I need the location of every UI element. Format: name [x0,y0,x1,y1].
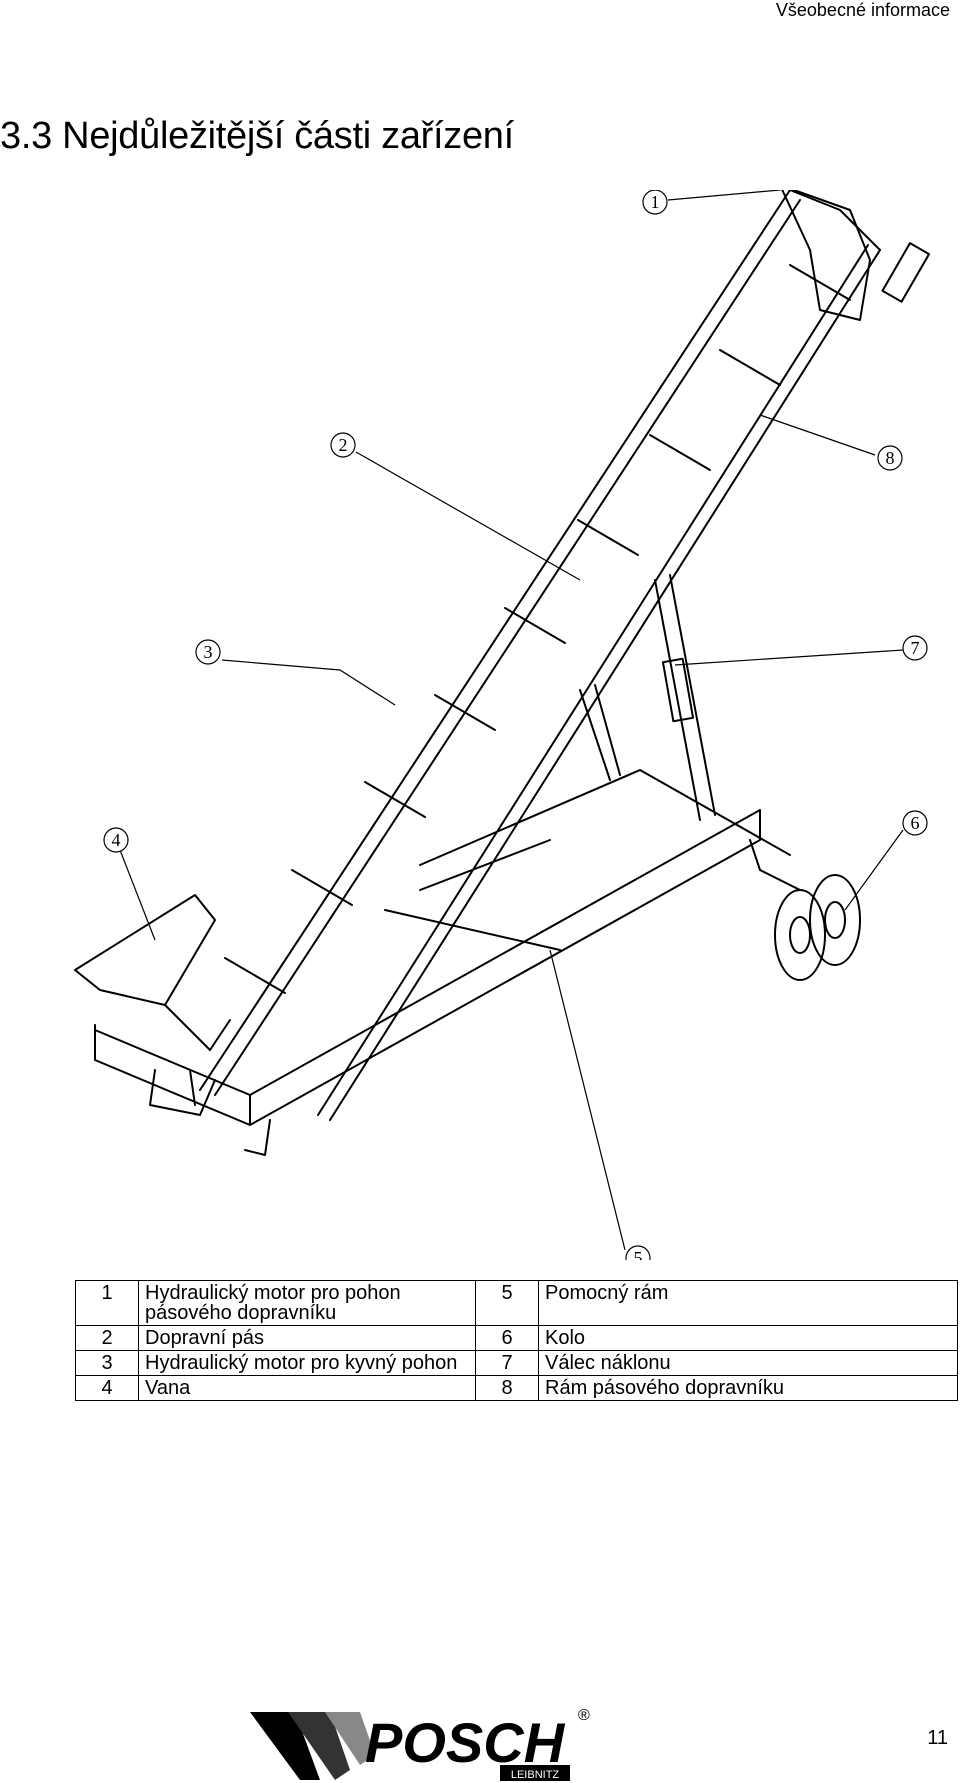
conveyor-frame-left-inner [214,199,801,1096]
aux-frame [419,769,791,866]
svg-text:5: 5 [634,1248,643,1260]
part-number: 5 [475,1280,539,1326]
page-title: 3.3 Nejdůležitější části zařízení [0,115,514,157]
callout-5: 5 [625,1245,651,1260]
wheel-2 [809,874,861,966]
conveyor-frame-right [329,249,881,1121]
callout-8: 8 [877,445,903,471]
parts-table: 1 Hydraulický motor pro pohon pásového d… [75,1280,958,1401]
callout-4: 4 [103,827,129,853]
posch-logo: POSCH LEIBNITZ ® [250,1707,590,1781]
conveyor-drawing: 1 2 3 4 5 6 7 8 [74,190,931,1260]
part-description: Pomocný rám [538,1280,958,1326]
part-description: Hydraulický motor pro kyvný pohon [138,1350,476,1376]
part-number: 3 [75,1350,139,1376]
part-number: 8 [475,1375,539,1401]
part-description: Vana [138,1375,476,1401]
svg-text:POSCH: POSCH [365,1711,566,1774]
part-description: Kolo [538,1325,958,1351]
part-description: Dopravní pás [138,1325,476,1351]
outrigger [149,1069,216,1116]
callout-3: 3 [195,639,221,665]
svg-text:6: 6 [911,813,920,833]
callout-6: 6 [902,810,928,836]
svg-text:3: 3 [204,642,213,662]
hopper [74,894,216,1006]
part-description: Rám pásového dopravníku [538,1375,958,1401]
svg-text:7: 7 [911,638,920,658]
svg-text:®: ® [578,1707,590,1724]
part-number: 7 [475,1350,539,1376]
callout-1: 1 [642,190,668,215]
part-number: 1 [75,1280,139,1326]
part-description: Válec náklonu [538,1350,958,1376]
tilt-cylinder [654,579,701,821]
table-row: 4 Vana 8 Rám pásového dopravníku [75,1375,958,1401]
callout-7: 7 [902,635,928,661]
svg-text:1: 1 [651,192,660,212]
table-row: 2 Dopravní pás 6 Kolo [75,1325,958,1351]
callout-2: 2 [330,432,356,458]
table-row: 3 Hydraulický motor pro kyvný pohon 7 Vá… [75,1350,958,1376]
svg-text:2: 2 [339,435,348,455]
page-number: 11 [927,1727,948,1749]
svg-text:LEIBNITZ: LEIBNITZ [511,1769,560,1781]
drive-head [781,190,871,321]
section-header: Všeobecné informace [775,0,950,20]
table-row: 1 Hydraulický motor pro pohon pásového d… [75,1280,958,1326]
part-number: 4 [75,1375,139,1401]
part-number: 2 [75,1325,139,1351]
svg-text:8: 8 [886,448,895,468]
svg-text:4: 4 [112,830,121,850]
part-description: Hydraulický motor pro pohon pásového dop… [138,1280,476,1326]
wheel-1 [774,889,826,981]
conveyor-frame-left [199,190,791,1091]
belt-top [789,190,881,251]
part-number: 6 [475,1325,539,1351]
conveyor-frame-right-inner [317,244,869,1116]
